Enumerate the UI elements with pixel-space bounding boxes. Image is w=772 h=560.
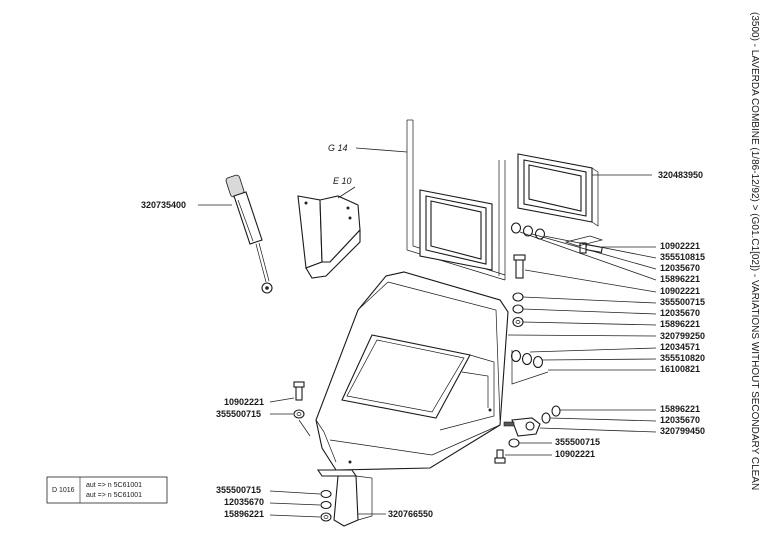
label-left-355500715: 355500715 xyxy=(216,409,261,419)
bracket-e10 xyxy=(297,195,361,279)
label-r-15896221-a: 15896221 xyxy=(660,274,700,284)
label-r-10902221-c: 10902221 xyxy=(555,449,595,459)
main-cover xyxy=(315,271,509,471)
window-frame-left xyxy=(419,189,493,271)
label-r-16100821: 16100821 xyxy=(660,364,700,374)
label-r-12035670-b: 12035670 xyxy=(660,308,700,318)
label-320735400: 320735400 xyxy=(141,200,186,210)
right-upper-fasteners xyxy=(510,222,604,254)
ref-g14: G 14 xyxy=(328,143,348,153)
label-r-15896221-b: 15896221 xyxy=(660,319,700,329)
gas-spring xyxy=(225,174,273,294)
label-r-355500715-a: 355500715 xyxy=(660,297,705,307)
right-lower-fasteners xyxy=(510,349,549,385)
label-320766550: 320766550 xyxy=(388,509,433,519)
label-r-10902221-a: 10902221 xyxy=(660,241,700,251)
ref-e10: E 10 xyxy=(333,176,352,186)
label-r-355510815: 355510815 xyxy=(660,252,705,262)
side-title: (3500) - LAVERDA COMBINE (1/86-12/92) > … xyxy=(749,12,760,490)
legend-line-1: aut => n 5C61001 xyxy=(86,482,142,489)
right-mid-fasteners xyxy=(512,254,526,328)
window-frame-upper xyxy=(517,153,599,227)
latch-assembly xyxy=(494,405,561,464)
label-bottom-355500715: 355500715 xyxy=(216,485,261,495)
bottom-bracket xyxy=(316,469,373,527)
label-320483950: 320483950 xyxy=(658,170,703,180)
label-r-355500715-b: 355500715 xyxy=(555,437,600,447)
label-r-320799250: 320799250 xyxy=(660,331,705,341)
left-fasteners xyxy=(293,381,311,437)
legend-line-2: aut => n 5C61001 xyxy=(86,492,142,499)
label-r-12035670-c: 12035670 xyxy=(660,415,700,425)
label-left-10902221: 10902221 xyxy=(224,397,264,407)
legend-box: D 1016 aut => n 5C61001 aut => n 5C61001 xyxy=(46,476,168,504)
label-bottom-12035670: 12035670 xyxy=(224,497,264,507)
label-r-355510820: 355510820 xyxy=(660,353,705,363)
label-r-12034571: 12034571 xyxy=(660,342,700,352)
label-r-320799450: 320799450 xyxy=(660,426,705,436)
legend-code: D 1016 xyxy=(52,487,75,494)
bottom-fasteners xyxy=(320,489,332,522)
label-r-10902221-b: 10902221 xyxy=(660,286,700,296)
label-r-15896221-c: 15896221 xyxy=(660,404,700,414)
label-r-12035670-a: 12035670 xyxy=(660,263,700,273)
label-bottom-15896221: 15896221 xyxy=(224,509,264,519)
